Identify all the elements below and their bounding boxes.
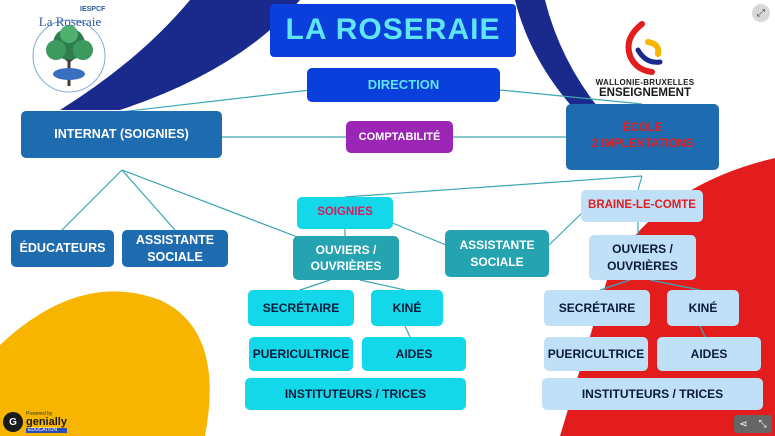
wallonie-bruxelles-logo: WALLONIE-BRUXELLES ENSEIGNEMENT <box>590 20 700 102</box>
node-assistante-ecole: ASSISTANTE SOCIALE <box>445 230 549 277</box>
node-assistante-internat: ASSISTANTE SOCIALE <box>122 230 228 267</box>
genially-edition: EDUCATION <box>26 427 67 433</box>
fullscreen-button[interactable]: ⤢ <box>752 4 770 22</box>
connector <box>389 221 447 246</box>
connector <box>649 279 701 291</box>
node-ecole: ÉCOLE 2 IMPLENTATIONS <box>566 104 719 170</box>
navy-ribbon-shape <box>515 0 600 110</box>
node-kine-braine: KINÉ <box>667 290 739 326</box>
connector <box>699 325 706 338</box>
connector <box>548 209 586 246</box>
yellow-blob-shape <box>0 291 210 436</box>
connector <box>121 169 176 231</box>
wallonie-bruxelles-logo-icon <box>625 21 663 75</box>
expand-icon[interactable]: ⤡ <box>758 418 767 430</box>
fullscreen-icon: ⤢ <box>757 7 765 19</box>
connector <box>299 279 331 291</box>
connector-lines <box>61 89 706 338</box>
genially-badge[interactable]: G Powered by genially EDUCATION <box>3 411 67 433</box>
genially-logo-icon: G <box>3 412 23 432</box>
connector <box>61 169 123 231</box>
navy-swoosh-shape <box>60 0 300 110</box>
node-instituteurs-soignies: INSTITUTEURS / TRICES <box>245 378 466 410</box>
node-puericultrice-braine: PUERICULTRICE <box>544 337 648 371</box>
connector <box>121 169 301 239</box>
roseraie-logo: IESPCF La Roseraie <box>22 6 117 98</box>
node-instituteurs-braine: INSTITUTEURS / TRICES <box>542 378 763 410</box>
node-puericultrice-soignies: PUERICULTRICE <box>249 337 353 371</box>
page-title: LA ROSERAIE <box>270 4 516 57</box>
share-icon[interactable]: ⋖ <box>739 418 748 430</box>
wb-line2: ENSEIGNEMENT <box>598 87 691 99</box>
node-secretaire-soignies: SECRÉTAIRE <box>248 290 354 326</box>
connector <box>499 89 643 105</box>
node-internat: INTERNAT (SOIGNIES) <box>21 111 222 158</box>
node-ouvriers-braine: OUVIERS / OUVRIÈRES <box>589 235 696 280</box>
node-ouvriers-soignies: OUVIERS / OUVRIÈRES <box>293 236 399 280</box>
node-kine-soignies: KINÉ <box>371 290 443 326</box>
share-toolbar[interactable]: ⋖ ⤡ <box>734 415 772 433</box>
node-comptabilite: COMPTABILITÉ <box>346 121 453 153</box>
connector <box>599 279 631 291</box>
node-educateurs: ÉDUCATEURS <box>11 230 114 267</box>
node-direction: DIRECTION <box>307 68 500 102</box>
genially-brand: genially <box>26 415 67 428</box>
node-soignies: SOIGNIES <box>297 197 393 229</box>
connector <box>637 175 643 191</box>
genially-powered: Powered by <box>26 410 53 417</box>
connector <box>344 175 643 198</box>
node-braine: BRAINE-LE-COMTE <box>581 190 703 222</box>
logo-top-text: IESPCF <box>80 6 106 13</box>
connector <box>119 89 311 113</box>
node-aides-soignies: AIDES <box>362 337 466 371</box>
node-secretaire-braine: SECRÉTAIRE <box>544 290 650 326</box>
node-aides-braine: AIDES <box>657 337 761 371</box>
logo-name-text: La Roseraie <box>38 14 102 29</box>
tree-handshake-logo-icon <box>32 19 106 93</box>
connector <box>359 279 406 291</box>
connector <box>404 325 411 338</box>
wb-line1: WALLONIE-BRUXELLES <box>595 78 695 87</box>
